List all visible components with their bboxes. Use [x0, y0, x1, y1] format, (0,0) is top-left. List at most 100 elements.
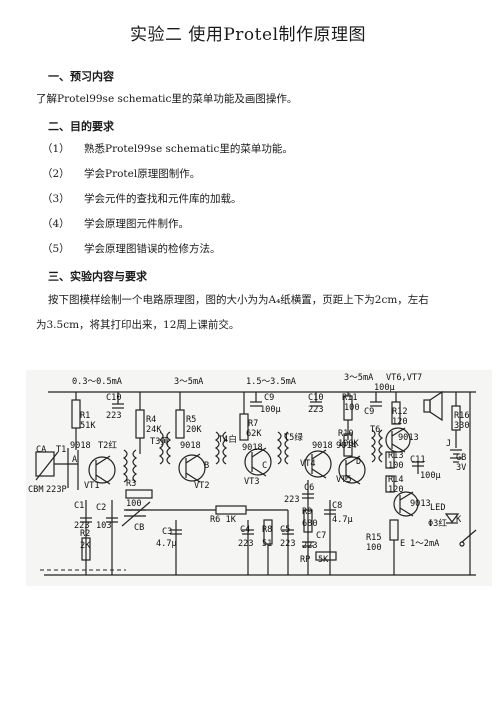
label-vt5: VT5 — [336, 475, 352, 485]
label-r2: R2 — [80, 529, 90, 539]
label-r9: R9 — [302, 507, 312, 517]
label-j: J — [446, 439, 451, 449]
section-heading-content: 三、实验内容与要求 — [48, 270, 147, 283]
document-title: 实验二 使用Protel制作原理图 — [129, 25, 367, 45]
label-r7: R7 — [248, 419, 258, 429]
label-r3-value: 100 — [126, 499, 142, 509]
goal-text: 学会原理图错误的检修方法。 — [84, 243, 221, 255]
label-c3-value: 4.7μ — [156, 539, 177, 549]
label-c10b-value: 223 — [308, 405, 324, 415]
label-current-3: 1.5～3.5mA — [246, 377, 297, 387]
label-9018-a: 9018 — [70, 441, 91, 451]
label-r5-value: 20K — [186, 425, 202, 435]
goal-item-1: （1） 熟悉Protel99se schematic里的菜单功能。 — [42, 142, 293, 156]
goal-text: 学会Protel原理图制作。 — [84, 168, 201, 180]
label-c7-value: 223 — [302, 541, 318, 551]
label-c3: C3 — [162, 527, 172, 537]
label-gb: GB — [456, 453, 466, 463]
label-r9-value: 680 — [302, 519, 318, 529]
content-paragraph-line-1: 按下图模样绘制一个电路原理图，图的大小为为A₄纸横置，页距上下为2cm，左右 — [48, 294, 429, 306]
label-r6: R6 1K — [210, 515, 237, 525]
label-9018-b: 9018 — [180, 441, 201, 451]
label-t5: T5绿 — [284, 431, 303, 443]
label-t1: T1 — [56, 445, 66, 455]
label-c1: C1 — [74, 501, 84, 511]
label-r11-value: 100 — [344, 403, 360, 413]
label-r8: R8 — [262, 525, 272, 535]
label-current-2: 3～5mA — [174, 377, 204, 387]
goal-number: （3） — [42, 193, 70, 205]
label-c2-value: 103 — [96, 521, 112, 531]
label-c9: C9 — [264, 393, 274, 403]
label-r1: R1 — [80, 411, 90, 421]
label-c2: C2 — [96, 503, 106, 513]
label-c11: C11 — [410, 455, 426, 465]
label-c5-value: 223 — [280, 539, 296, 549]
label-r2-value: 2K — [80, 541, 91, 551]
label-r1-value: 51K — [80, 421, 96, 431]
label-led: LED — [430, 503, 446, 513]
label-current-4: 3～5mA — [344, 373, 374, 383]
label-vt1: VT1 — [84, 481, 100, 491]
preview-paragraph: 了解Protel99se schematic里的菜单功能及画图操作。 — [36, 93, 298, 105]
label-c9b: C9 — [364, 407, 374, 417]
label-r12: R12 — [392, 407, 408, 417]
label-r3: R3 — [126, 479, 136, 489]
label-r13: R13 — [388, 451, 404, 461]
circuit-schematic-figure: 0.3～0.5mA 3～5mA 1.5～3.5mA 3～5mA VT6,VT7 … — [26, 370, 492, 586]
label-e: E — [400, 539, 405, 549]
label-vt6-vt7: VT6,VT7 — [386, 373, 422, 383]
goal-number: （1） — [42, 143, 70, 155]
label-vt3: VT3 — [244, 477, 260, 487]
label-k: K — [456, 515, 462, 525]
goal-number: （5） — [42, 243, 70, 255]
section-heading-goals: 二、目的要求 — [48, 120, 114, 133]
label-r8-value: 51 — [262, 539, 272, 549]
label-c: C — [262, 461, 267, 471]
label-c5: C5 — [280, 525, 290, 535]
label-c9b-value: 100μ — [374, 383, 395, 393]
label-c9-value: 100μ — [260, 405, 281, 415]
label-rp: RP — [300, 555, 310, 565]
label-c1-value: 223 — [74, 521, 90, 531]
label-r5: R5 — [186, 415, 196, 425]
label-b: B — [204, 461, 209, 471]
label-r10: R10 — [338, 429, 354, 439]
label-r16: R16 — [454, 411, 470, 421]
goal-item-2: （2）学会Protel原理图制作。 — [42, 167, 200, 181]
label-c11-value: 100μ — [420, 471, 441, 481]
goal-item-4: （4） 学会原理图元件制作。 — [42, 217, 189, 231]
label-c8-value: 4.7μ — [332, 515, 353, 525]
goal-number: （4） — [42, 218, 70, 230]
label-r16-value: 330 — [454, 421, 470, 431]
label-c4-value: 223 — [238, 539, 254, 549]
label-c10a-value: 223 — [106, 411, 122, 421]
label-c6-value: 223 — [284, 495, 300, 505]
section-heading-preview: 一、预习内容 — [48, 70, 114, 83]
label-r10-value: 100K — [338, 439, 360, 449]
label-9014: 9014 — [336, 441, 357, 451]
goal-text: 学会原理图元件制作。 — [84, 218, 189, 230]
label-223p: 223P — [46, 485, 67, 495]
label-c10a: C10 — [106, 393, 122, 403]
content-paragraph-line-2: 为3.5cm，将其打印出来，12周上课前交。 — [36, 319, 240, 331]
label-9018-c: 9018 — [242, 443, 263, 453]
label-9013-a: 9013 — [398, 433, 419, 443]
label-vt4: VT4 — [300, 459, 316, 469]
label-vt2: VT2 — [194, 481, 210, 491]
label-c8: C8 — [332, 501, 342, 511]
label-t3: T3黄 — [150, 435, 169, 447]
label-r14-value: 120 — [388, 485, 404, 495]
goal-item-3: （3）学会元件的查找和元件库的加载。 — [42, 192, 242, 206]
label-r4: R4 — [146, 415, 156, 425]
label-9013-b: 9013 — [410, 499, 431, 509]
label-c7: C7 — [316, 531, 326, 541]
label-r15: R15 — [366, 533, 382, 543]
label-led-value: Φ3红 — [428, 517, 447, 529]
goal-text: 熟悉Protel99se schematic里的菜单功能。 — [84, 143, 293, 155]
label-current-1: 0.3～0.5mA — [72, 377, 123, 387]
label-c10b: C10 — [308, 393, 324, 403]
label-t6: T6 — [370, 425, 380, 435]
label-e-value: 1～2mA — [410, 539, 440, 549]
label-r15-value: 100 — [366, 543, 382, 553]
